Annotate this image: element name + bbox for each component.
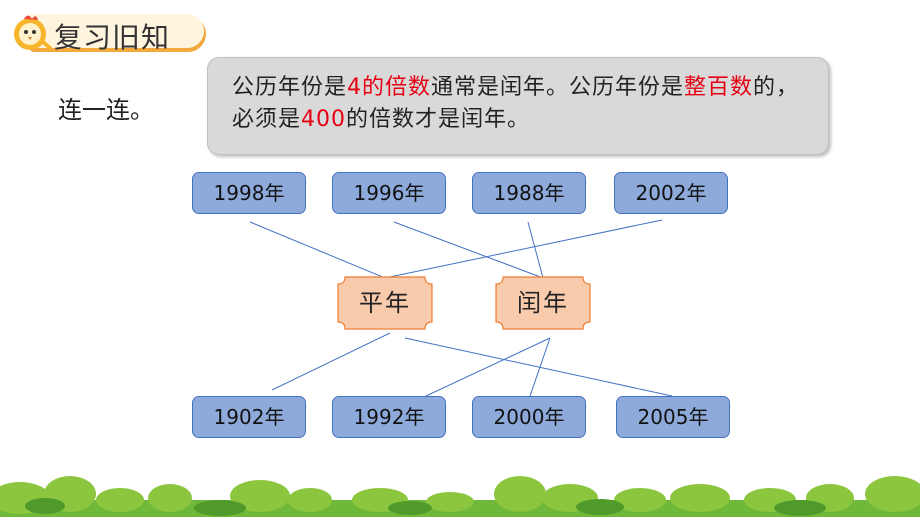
rule-callout: 公历年份是4的倍数通常是闰年。公历年份是整百数的，必须是400的倍数才是闰年。: [207, 57, 829, 155]
section-header: 复习旧知: [10, 8, 208, 54]
rule-highlight-400: 400: [301, 107, 347, 132]
instruction-text: 连一连。: [58, 96, 154, 124]
line-1998-common: [249, 221, 386, 279]
header-bar: [28, 14, 204, 48]
year-box-1988[interactable]: 1988年: [472, 172, 586, 214]
line-2005-common: [404, 337, 673, 397]
line-2002-common: [384, 219, 663, 279]
rule-part-5: 的，必须是: [232, 75, 800, 132]
category-common-label: 平年: [359, 289, 411, 317]
line-1996-leap: [393, 221, 544, 279]
line-1988-leap: [527, 221, 544, 279]
year-box-2002[interactable]: 2002年: [614, 172, 728, 214]
year-box-1998[interactable]: 1998年: [192, 172, 306, 214]
year-box-1996[interactable]: 1996年: [332, 172, 446, 214]
category-common-frame: [337, 276, 433, 330]
line-2000-leap: [529, 337, 551, 397]
year-box-2005[interactable]: 2005年: [616, 396, 730, 438]
rule-highlight-multiple-of-4: 4的倍数: [347, 75, 432, 100]
year-box-1992[interactable]: 1992年: [332, 396, 446, 438]
page-title: 复习旧知: [54, 21, 171, 54]
grass-decoration: [0, 476, 920, 517]
category-leap-label: 闰年: [517, 289, 569, 317]
line-1902-common: [271, 332, 391, 391]
rule-part-7: 的倍数才是闰年。: [346, 107, 531, 132]
rule-part-1: 公历年份是: [232, 75, 348, 100]
rule-text: 公历年份是4的倍数通常是闰年。公历年份是整百数的，必须是400的倍数才是闰年。: [232, 72, 812, 136]
category-common-year[interactable]: 平年: [337, 276, 433, 330]
category-leap-frame: [495, 276, 591, 330]
rule-part-3: 通常是闰年。公历年份是: [431, 75, 685, 100]
chick-logo-icon: [14, 15, 52, 50]
year-box-2000[interactable]: 2000年: [472, 396, 586, 438]
category-leap-year[interactable]: 闰年: [495, 276, 591, 330]
rule-highlight-whole-hundred: 整百数: [684, 75, 754, 100]
line-1992-leap: [425, 337, 551, 397]
year-box-1902[interactable]: 1902年: [192, 396, 306, 438]
